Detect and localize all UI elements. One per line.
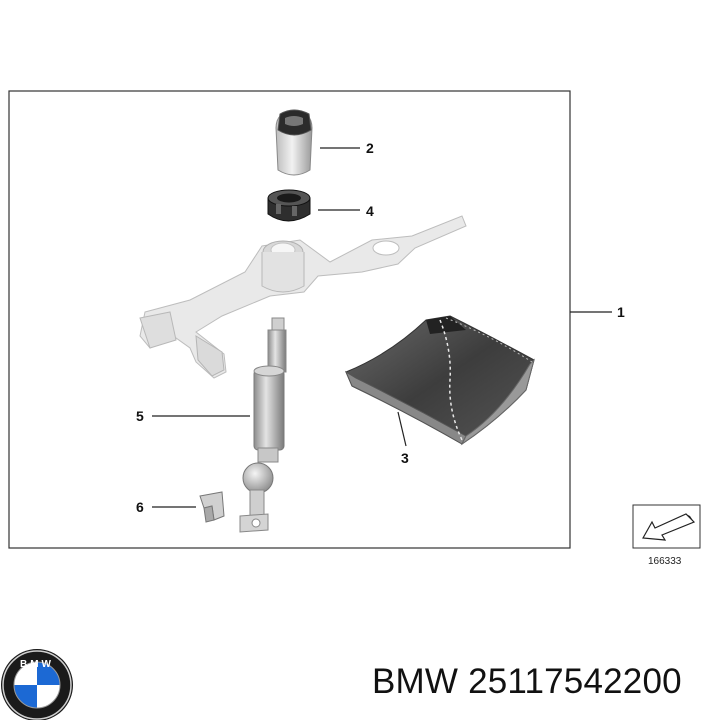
brand-name: BMW (372, 662, 459, 701)
shift-bracket (139, 215, 467, 379)
callout-1: 1 (617, 304, 625, 320)
callout-leader-3 (397, 411, 407, 447)
bmw-logo-letters: BMW (20, 659, 54, 670)
diagram-reference-code: 166333 (648, 556, 682, 567)
part-number: 25117542200 (468, 662, 682, 701)
gear-knob (275, 109, 313, 176)
direction-arrow-icon (632, 504, 701, 549)
callout-2: 2 (366, 140, 374, 156)
bmw-logo: BMW (1, 649, 73, 721)
callout-3: 3 (401, 450, 409, 466)
part-caption: BMW 25117542200 (372, 662, 682, 702)
ring-nut (267, 189, 311, 222)
shift-lever (239, 317, 287, 533)
callout-4: 4 (366, 203, 374, 219)
shift-boot (344, 315, 535, 446)
callout-6: 6 (136, 499, 144, 515)
callout-5: 5 (136, 408, 144, 424)
diagram-frame (8, 90, 571, 549)
retaining-clip (199, 491, 225, 523)
